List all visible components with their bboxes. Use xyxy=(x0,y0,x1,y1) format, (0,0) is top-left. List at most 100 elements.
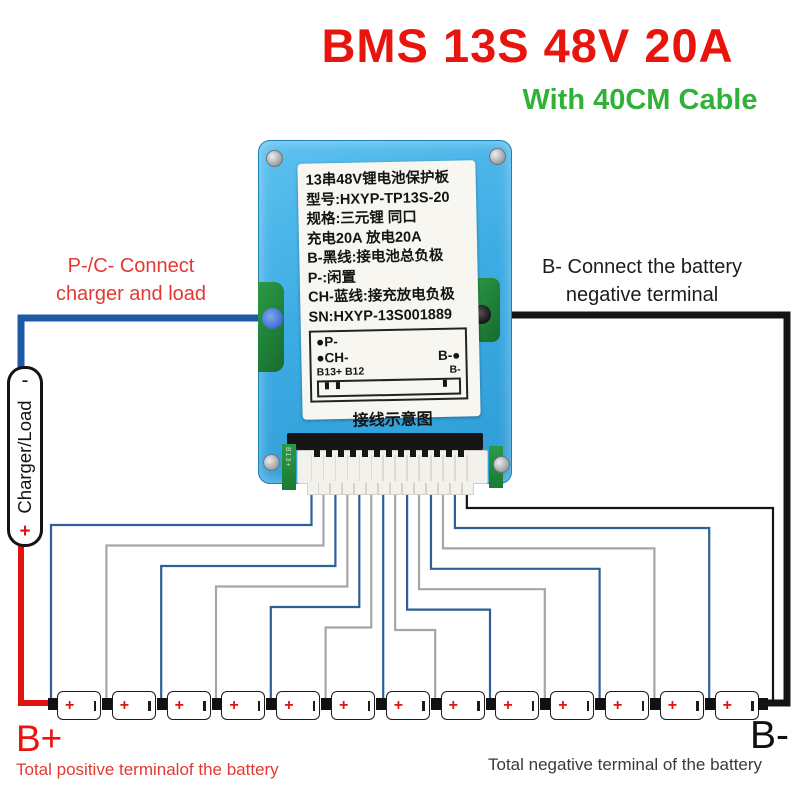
pack-negative-wire-black xyxy=(482,311,791,707)
balance-wire-14 xyxy=(465,490,775,701)
connector-pin-tab xyxy=(390,483,403,495)
battery-cell-9: + xyxy=(495,691,540,720)
battery-junction xyxy=(649,698,660,710)
connector-tooth xyxy=(445,448,452,457)
battery-plus-label: + xyxy=(65,696,75,714)
connector-pin-tab xyxy=(342,483,355,495)
screw-icon xyxy=(263,454,280,471)
connector-tooth xyxy=(338,448,345,457)
connector-tooth xyxy=(314,448,321,457)
pack-positive-wire-red xyxy=(18,545,54,706)
balance-wire-13 xyxy=(453,490,711,702)
charge-discharge-wire-blue xyxy=(17,314,272,368)
page-subtitle: With 40CM Cable xyxy=(522,84,758,116)
battery-negative-tick xyxy=(696,700,699,711)
annotation-charger-load-line1: P-/C- Connect xyxy=(67,255,195,277)
annotation-battery-negative-line1: B- Connect the battery xyxy=(541,256,743,278)
battery-negative-tick xyxy=(203,700,206,711)
screw-icon xyxy=(266,150,283,167)
battery-cell-6: + xyxy=(331,691,375,720)
battery-cell-2: + xyxy=(111,691,156,720)
connector-tooth xyxy=(374,448,381,457)
connector-slot xyxy=(358,455,361,481)
connector-tooth xyxy=(326,448,333,457)
battery-plus-label: + xyxy=(722,696,732,714)
balance-wire-12 xyxy=(441,490,656,702)
battery-cell-13: + xyxy=(714,691,759,720)
connector-pin-tab xyxy=(402,483,415,495)
battery-plus-label: + xyxy=(558,696,568,714)
battery-plus-label: + xyxy=(284,696,294,714)
connector-slot xyxy=(322,455,325,481)
b-plus-caption: Total positive terminalof the battery xyxy=(16,760,279,779)
battery-plus-label: + xyxy=(229,696,239,714)
connector-pin-tab xyxy=(366,483,379,495)
battery-junction xyxy=(375,698,386,710)
charger-minus-label: - xyxy=(21,369,29,392)
battery-negative-tick xyxy=(367,700,370,711)
battery-negative-tick xyxy=(422,700,425,711)
charger-load-box: - Charger/Load + xyxy=(7,366,43,547)
connector-slot xyxy=(430,455,432,481)
battery-junction xyxy=(430,698,441,710)
connector-pin-tab xyxy=(318,483,331,495)
balance-wire-1 xyxy=(49,490,313,702)
charger-plus-label: + xyxy=(19,521,31,542)
battery-plus-label: + xyxy=(119,696,130,714)
battery-junction xyxy=(211,698,222,710)
connector-slot xyxy=(334,455,337,481)
balance-wire-8 xyxy=(394,490,437,702)
connector-pin-tab xyxy=(330,483,343,495)
balance-wire-4 xyxy=(214,490,349,702)
connector-slot xyxy=(382,455,384,481)
battery-junction xyxy=(266,698,277,710)
connector-slot xyxy=(454,455,456,481)
battery-plus-label: + xyxy=(503,696,513,714)
battery-cell-4: + xyxy=(221,691,266,720)
connector-pin-tab xyxy=(426,483,438,495)
connector-tooth xyxy=(410,448,417,457)
battery-cell-11: + xyxy=(605,691,649,720)
battery-plus-label: + xyxy=(339,696,349,714)
connector-pin-tab xyxy=(414,483,427,495)
battery-negative-tick xyxy=(641,700,644,711)
battery-plus-label: + xyxy=(393,696,404,714)
battery-cell-3: + xyxy=(166,691,211,720)
annotation-battery-negative: B- Connect the battery negative terminal xyxy=(488,253,796,309)
screw-icon xyxy=(489,148,506,165)
connector-slot xyxy=(346,455,349,481)
balance-wire-2 xyxy=(105,490,325,702)
battery-cell-10: + xyxy=(550,691,595,720)
battery-junction xyxy=(757,698,768,710)
annotation-charger-load: P-/C- Connect charger and load xyxy=(25,252,237,308)
battery-plus-label: + xyxy=(667,696,678,714)
b-plus-label: B+ xyxy=(16,718,63,759)
battery-plus-label: + xyxy=(174,696,184,714)
connector-tooth xyxy=(422,448,429,457)
battery-cell-5: + xyxy=(276,691,321,720)
connector-tooth xyxy=(457,448,464,457)
connector-tooth xyxy=(433,448,440,457)
connector-slot xyxy=(406,455,408,481)
connector-tooth xyxy=(350,448,357,457)
battery-junction xyxy=(101,698,112,710)
battery-junction xyxy=(321,698,332,710)
screw-icon xyxy=(493,456,510,473)
connector-pin-tab xyxy=(306,483,319,495)
battery-negative-tick xyxy=(148,700,151,711)
b-minus-label: B- xyxy=(750,714,789,757)
battery-junction xyxy=(704,698,715,710)
connector-tooth xyxy=(398,448,405,457)
balance-wire-6 xyxy=(324,490,373,702)
balance-wire-11 xyxy=(429,490,601,702)
battery-negative-tick xyxy=(257,700,261,711)
pcb-edge-left xyxy=(282,444,296,490)
balance-wire-3 xyxy=(160,490,337,702)
b-minus-caption: Total negative terminal of the battery xyxy=(488,755,763,774)
blue-wire-solder-pad xyxy=(262,308,283,329)
annotation-battery-negative-line2: negative terminal xyxy=(565,284,719,306)
connector-pin-tab xyxy=(461,483,474,495)
battery-junction xyxy=(595,698,606,710)
